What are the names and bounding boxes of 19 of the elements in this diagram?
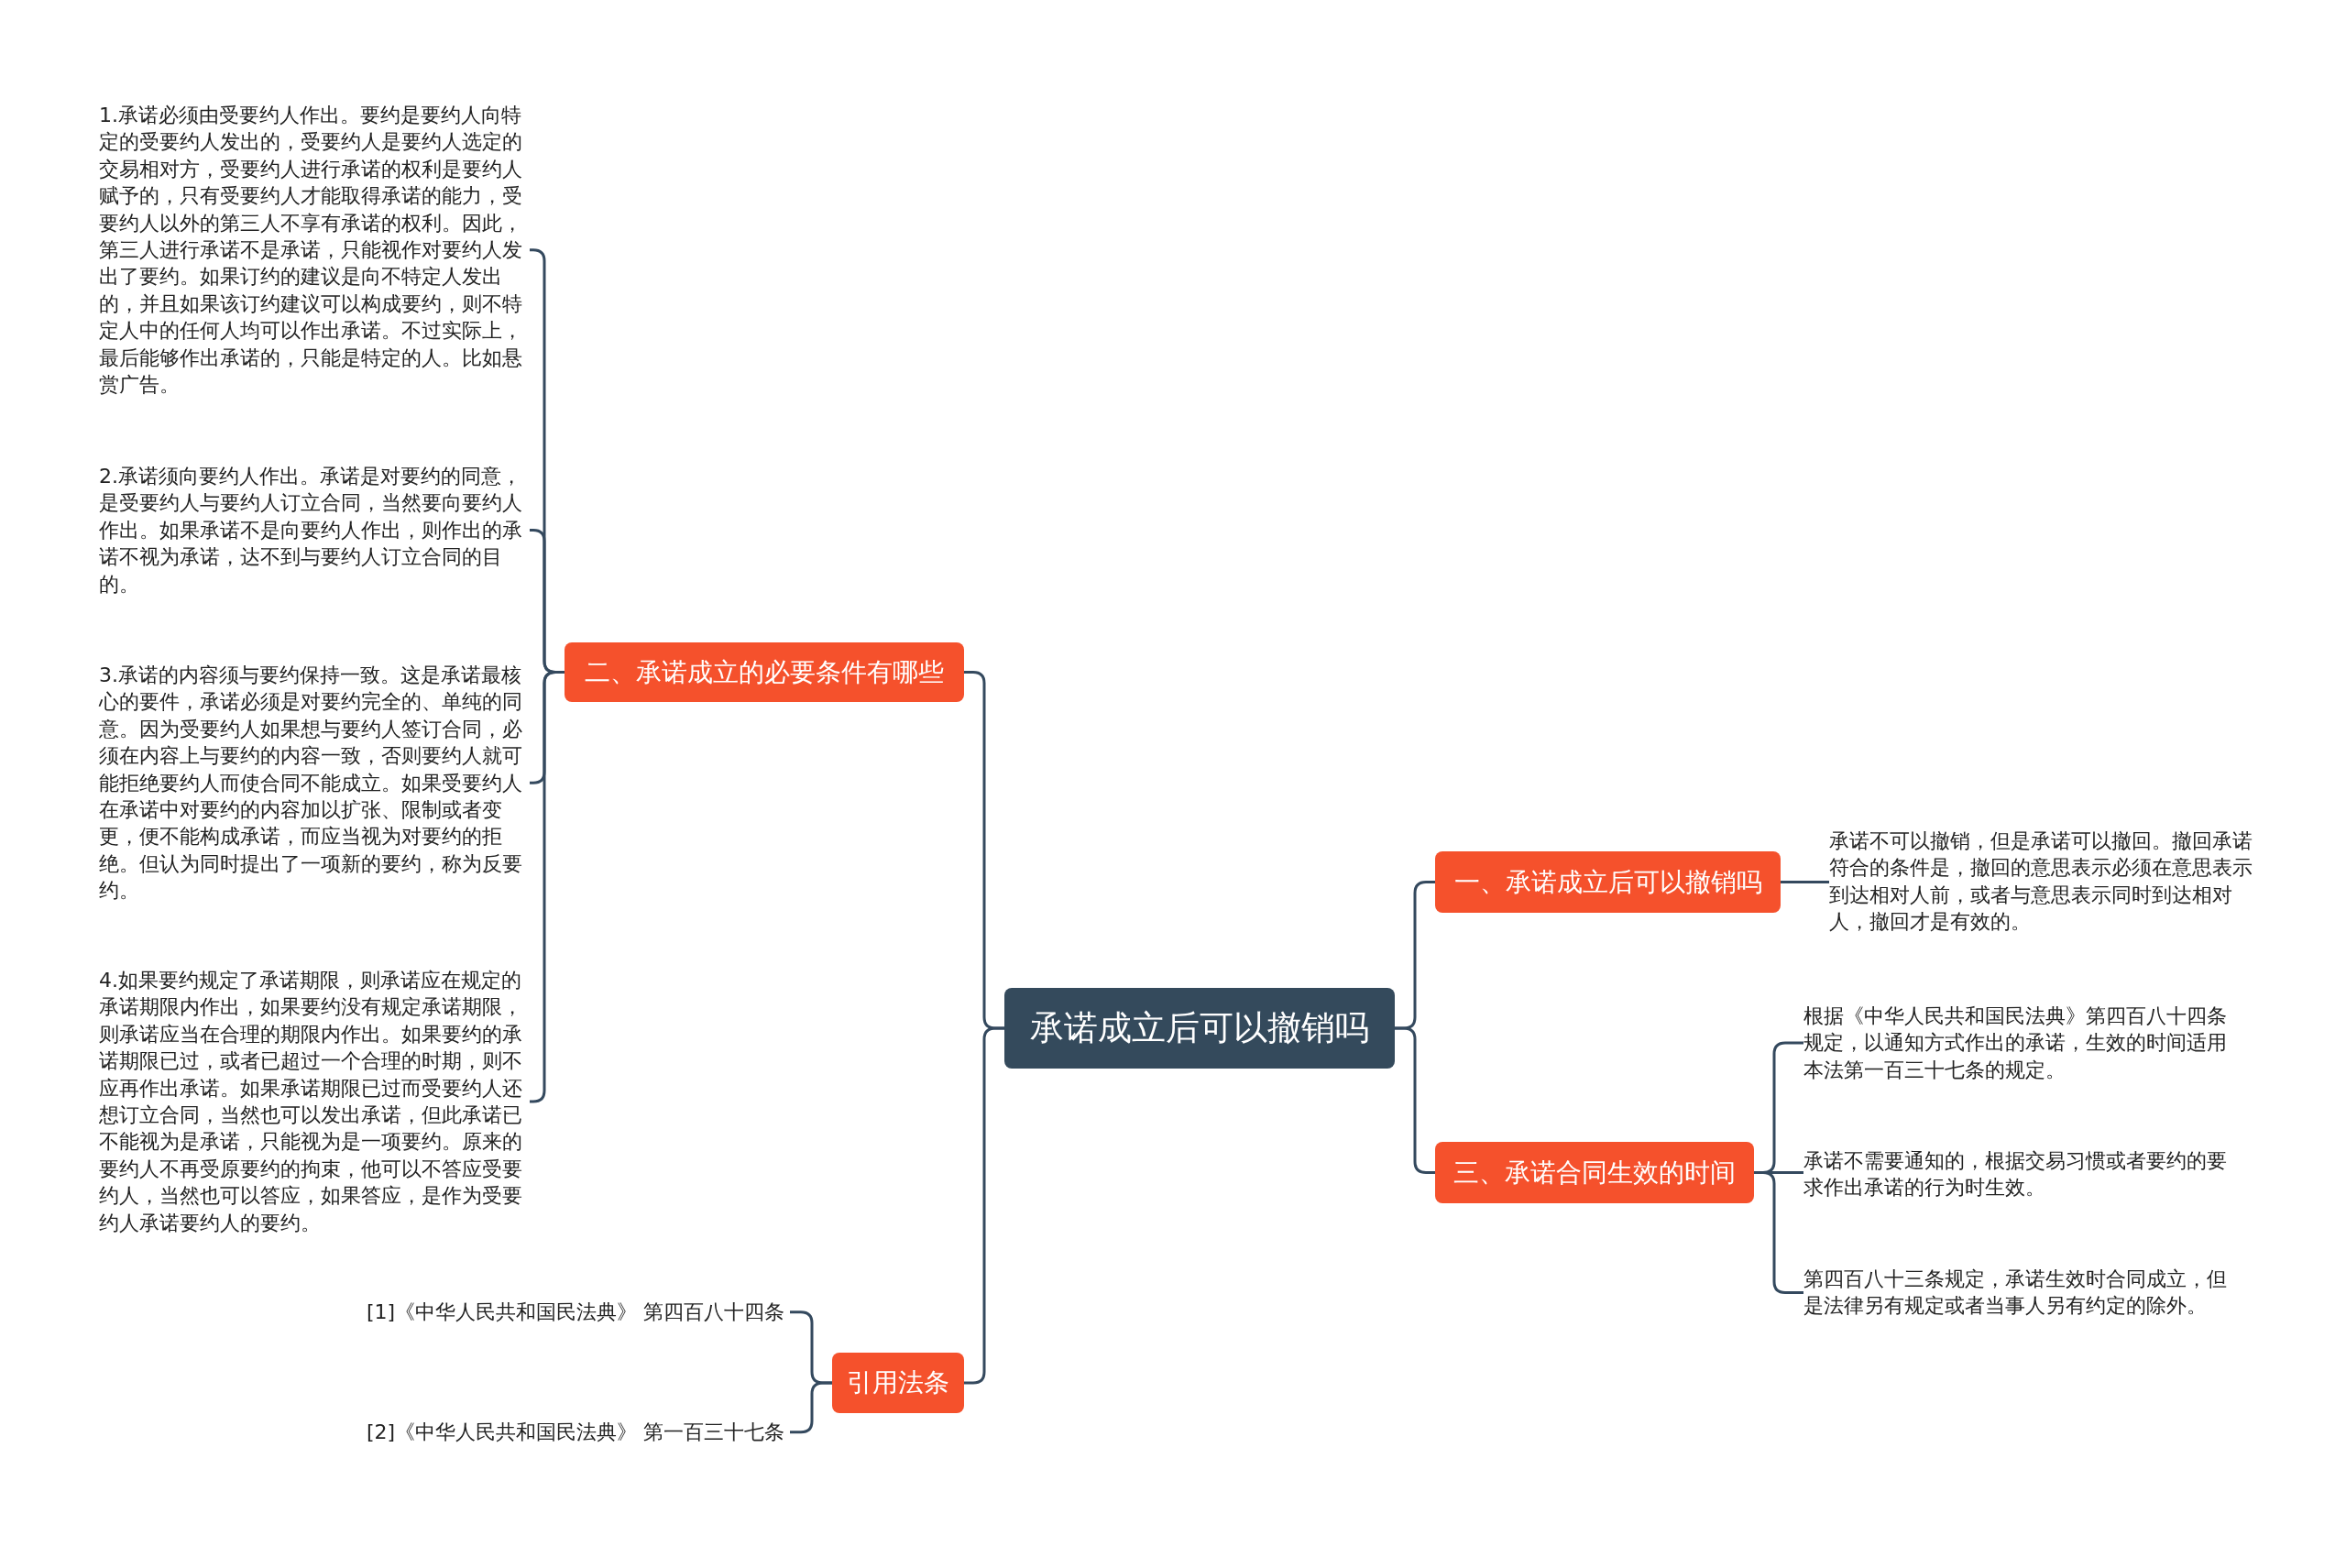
topic-box: 引用法条 — [832, 1353, 964, 1413]
note-text: 3.承诺的内容须与要约保持一致。这是承诺最核心的要件，承诺必须是对要约完全的、单纯的同意。因为受要约人如果想与要约人签订合同，必须在内容上与要约的内容一致，否则要约人就可能拒绝要约人而使合同不能成立。如果受要约人在承诺中对要约的内容加以扩张、限制或者变更，便不能构成承诺，而应当视为对要约的拒绝。但认为同时提出了一项新的要约，称为反要约。 — [99, 662, 530, 905]
connector-line — [964, 1026, 1004, 1385]
central-topic-box: 承诺成立后可以撤销吗 — [1004, 988, 1395, 1069]
note-text: 承诺不需要通知的，根据交易习惯或者要约的要求作出承诺的行为时生效。 — [1803, 1147, 2234, 1201]
topic-box: 二、承诺成立的必要条件有哪些 — [565, 642, 964, 702]
note-text: 4.如果要约规定了承诺期限，则承诺应在规定的承诺期限内作出，如果要约没有规定承诺期限，则承诺应当在合理的期限内作出。如果要约的承诺期限已过，或者已超过一个合理的时期，则不应再作出承诺。如果承诺期限已过而受要约人还想订立合同，当然也可以发出承诺，但此承诺已不能视为是承诺，只能视为是一项要约。原来的要约人不再受原要约的拘束，他可以不答应受要约人，当然也可以答应，如果答应，是作为受要约人承诺要约人的要约。 — [99, 967, 530, 1237]
note-text: [2]《中华人民共和国民法典》 第一百三十七条 — [367, 1419, 790, 1446]
note-text: 2.承诺须向要约人作出。承诺是对要约的同意，是受要约人与要约人订立合同，当然要向要约人作出。如果承诺不是向要约人作出，则作出的承诺不视为承诺，达不到与要约人订立合同的目的。 — [99, 463, 530, 598]
note-text: [1]《中华人民共和国民法典》 第四百八十四条 — [367, 1299, 790, 1326]
topic-box: 三、承诺合同生效的时间 — [1435, 1142, 1754, 1203]
note-text: 承诺不可以撤销，但是承诺可以撤回。撤回承诺符合的条件是，撤回的意思表示必须在意思表示到达相对人前，或者与意思表示同时到达相对人，撤回才是有效的。 — [1829, 828, 2260, 936]
connector-line — [1395, 1026, 1435, 1174]
connector-line — [1781, 881, 1829, 883]
connector-line — [530, 671, 565, 1103]
note-text: 第四百八十三条规定，承诺生效时合同成立，但是法律另有规定或者当事人另有约定的除外。 — [1803, 1266, 2234, 1320]
note-text: 根据《中华人民共和国民法典》第四百八十四条规定，以通知方式作出的承诺，生效的时间适用本法第一百三十七条的规定。 — [1803, 1003, 2234, 1084]
note-text: 1.承诺必须由受要约人作出。要约是要约人向特定的受要约人发出的，受要约人是要约人选定的交易相对方，受要约人进行承诺的权利是要约人赋予的，只有受要约人才能取得承诺的能力，受要约人以外的第三人不享有承诺的权利。因此，第三人进行承诺不是承诺，只能视作对要约人发出了要约。如果订约的建议是向不特定人发出的，并且如果该订约建议可以构成要约，则不特定人中的任何人均可以作出承诺。不过实际上，最后能够作出承诺的，只能是特定的人。比如悬赏广告。 — [99, 102, 530, 399]
topic-box: 一、承诺成立后可以撤销吗 — [1435, 851, 1781, 913]
